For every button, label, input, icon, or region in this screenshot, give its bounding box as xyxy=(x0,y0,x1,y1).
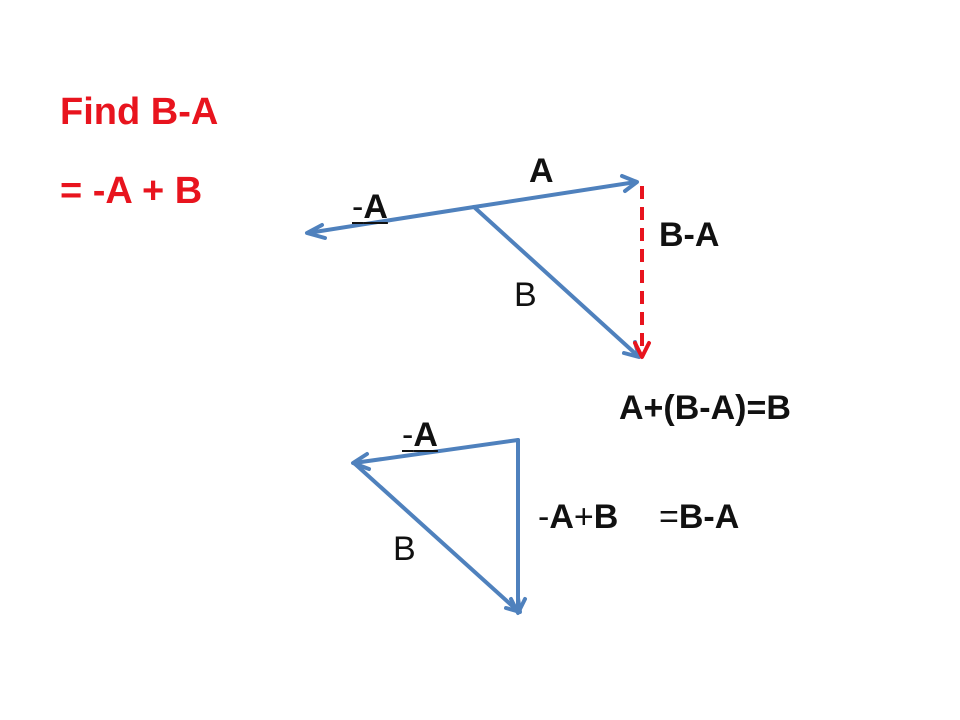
label-vector-A: A xyxy=(529,152,554,190)
result-equals-sign: = xyxy=(659,498,679,536)
label-vector-B: B xyxy=(514,276,537,314)
title-equation: = -A + B xyxy=(60,170,203,212)
title-find-b-minus-a: Find B-A xyxy=(60,91,219,133)
label-identity: A+(B-A)=B xyxy=(619,389,791,427)
vector-B-arrow xyxy=(472,205,640,358)
bottom-negA-sign: - xyxy=(402,416,414,454)
sum-A: A xyxy=(549,498,574,536)
bottom-label-result: =B-A xyxy=(659,500,739,534)
label-vector-BminusA: B-A xyxy=(659,216,720,254)
bottom-negA-letter: A xyxy=(413,416,438,454)
bottom-result-arrowhead xyxy=(509,597,527,615)
vector-A-arrowhead xyxy=(620,174,639,193)
label-vector-negA: -A xyxy=(352,190,388,224)
sum-B: B xyxy=(593,498,619,536)
sum-plus-sign: + xyxy=(573,498,594,536)
bottom-label-sum: -A+B xyxy=(538,500,618,534)
label-negA-letter: A xyxy=(363,188,388,226)
bottom-negA-arrow xyxy=(352,438,520,465)
bottom-B-arrow xyxy=(352,461,521,614)
vector-BminusA-arrowhead xyxy=(633,341,651,359)
label-negA-sign: - xyxy=(352,188,364,226)
vector-negA-arrow xyxy=(306,205,476,235)
result-BminusA: B-A xyxy=(678,498,740,536)
bottom-label-B: B xyxy=(393,530,416,568)
sum-minus-sign: - xyxy=(538,498,550,536)
bottom-label-negA: -A xyxy=(402,418,438,452)
vector-A-arrow xyxy=(472,180,638,209)
vector-negA-arrowhead xyxy=(305,223,327,240)
